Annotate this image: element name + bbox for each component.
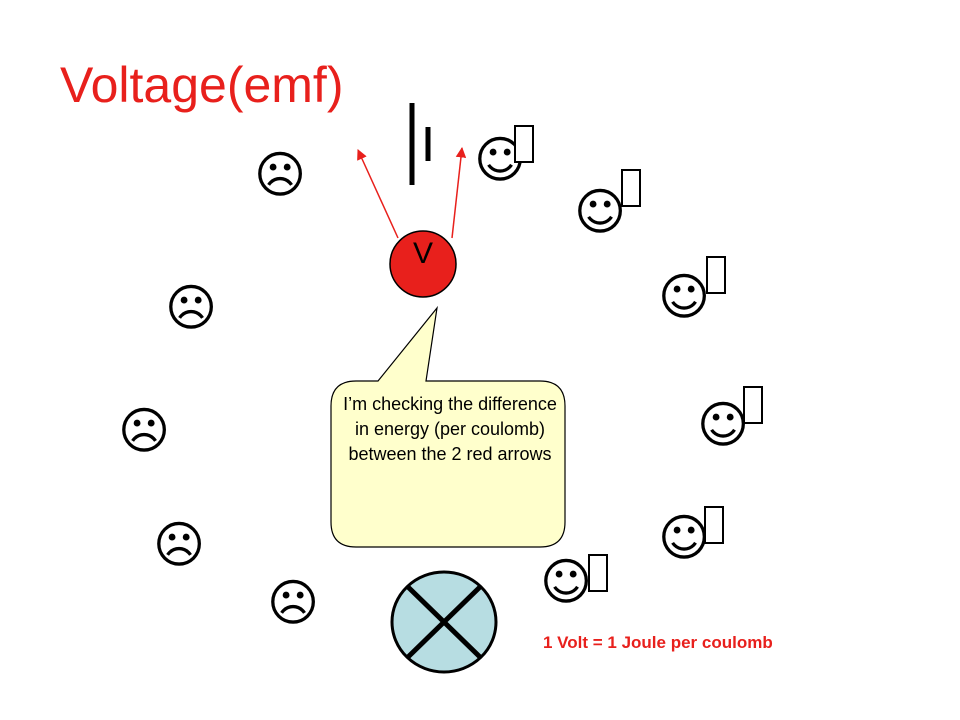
lamp-icon bbox=[390, 570, 498, 674]
energy-bar-icon bbox=[514, 125, 534, 163]
speech-callout bbox=[330, 305, 566, 548]
frowning-face-icon: ☹ bbox=[165, 279, 218, 337]
battery-cell-icon bbox=[409, 103, 431, 185]
caption-volt-definition: 1 Volt = 1 Joule per coulomb bbox=[543, 633, 773, 652]
energy-bar-icon bbox=[704, 506, 724, 544]
frowning-face-icon: ☹ bbox=[153, 516, 206, 574]
probe-arrow-right bbox=[451, 146, 467, 239]
page-title: Voltage(emf) bbox=[60, 57, 344, 113]
energy-bar-icon bbox=[621, 169, 641, 207]
energy-bar-icon bbox=[743, 386, 763, 424]
frowning-face-icon: ☹ bbox=[254, 146, 307, 204]
energy-bar-icon bbox=[706, 256, 726, 294]
voltmeter-label: V bbox=[412, 237, 433, 270]
frowning-face-icon: ☹ bbox=[267, 574, 320, 632]
smiling-face-icon: ☺ bbox=[658, 509, 711, 567]
smiling-face-icon: ☺ bbox=[574, 183, 627, 241]
probe-arrow-left bbox=[357, 149, 399, 239]
smiling-face-icon: ☺ bbox=[697, 396, 750, 454]
callout-text: I’m checking the difference in energy (p… bbox=[343, 394, 557, 464]
energy-bar-icon bbox=[588, 554, 608, 592]
voltmeter-icon bbox=[389, 230, 457, 298]
smiling-face-icon: ☺ bbox=[540, 553, 593, 611]
smiling-face-icon: ☺ bbox=[658, 268, 711, 326]
frowning-face-icon: ☹ bbox=[118, 402, 171, 460]
